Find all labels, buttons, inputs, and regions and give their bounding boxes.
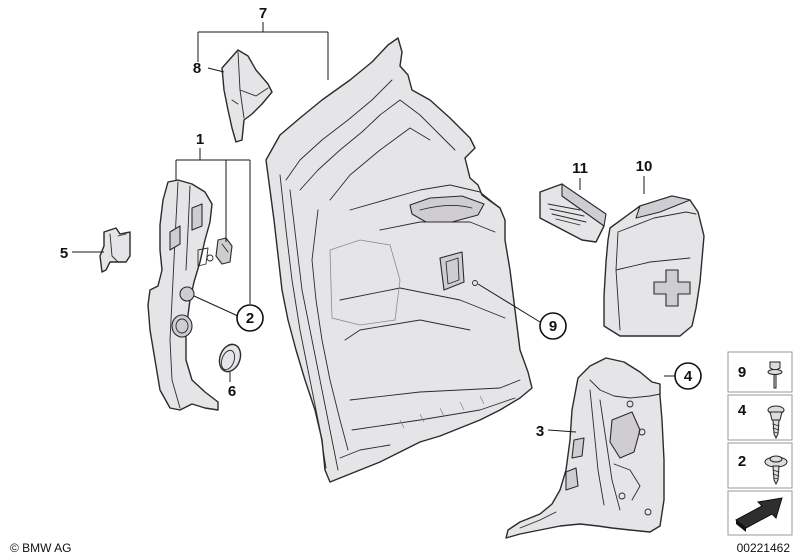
push-rivet-icon	[767, 361, 783, 389]
copyright-text: © BMW AG	[10, 541, 72, 555]
part-1-left-pillar-trim	[147, 179, 233, 411]
legend-label-2: 2	[738, 453, 746, 470]
callout-1: 1	[196, 131, 204, 148]
part-5-clip	[99, 227, 131, 273]
part-7-side-trim-panel	[265, 37, 533, 483]
direction-arrow-icon	[735, 497, 783, 532]
callout-2-circle: 2	[236, 304, 264, 332]
callout-9-circle: 9	[539, 312, 567, 340]
part-3-right-pillar-trim	[505, 357, 665, 539]
callout-5: 5	[60, 245, 68, 262]
callouts: 7 8 1 5 6 11 10 3 2 9 4	[60, 5, 702, 440]
diagram-number: 00221462	[737, 541, 791, 555]
legend-row-4	[727, 394, 793, 441]
callout-7: 7	[259, 5, 267, 22]
part-6-round-cover-cap	[218, 343, 242, 373]
callout-11: 11	[572, 160, 588, 177]
callout-10: 10	[636, 158, 653, 175]
callout-6: 6	[228, 383, 236, 400]
part-8-upper-trim-piece	[221, 49, 273, 143]
washer-screw-icon	[764, 455, 788, 486]
legend-label-4: 4	[738, 402, 747, 419]
leader-lines	[72, 22, 675, 433]
screw-icon	[767, 405, 785, 440]
callout-8: 8	[193, 60, 201, 77]
callout-3: 3	[536, 423, 544, 440]
callout-9: 9	[549, 318, 557, 335]
legend-label-9: 9	[738, 364, 746, 381]
part-10-first-aid-kit	[603, 195, 705, 337]
callout-2: 2	[246, 310, 254, 327]
part-11-label-card	[539, 183, 607, 243]
footer: © BMW AG 00221462	[10, 541, 790, 555]
callout-4-circle: 4	[674, 362, 702, 390]
fastener-legend: 9 4 2	[727, 351, 793, 536]
callout-4: 4	[684, 368, 693, 385]
